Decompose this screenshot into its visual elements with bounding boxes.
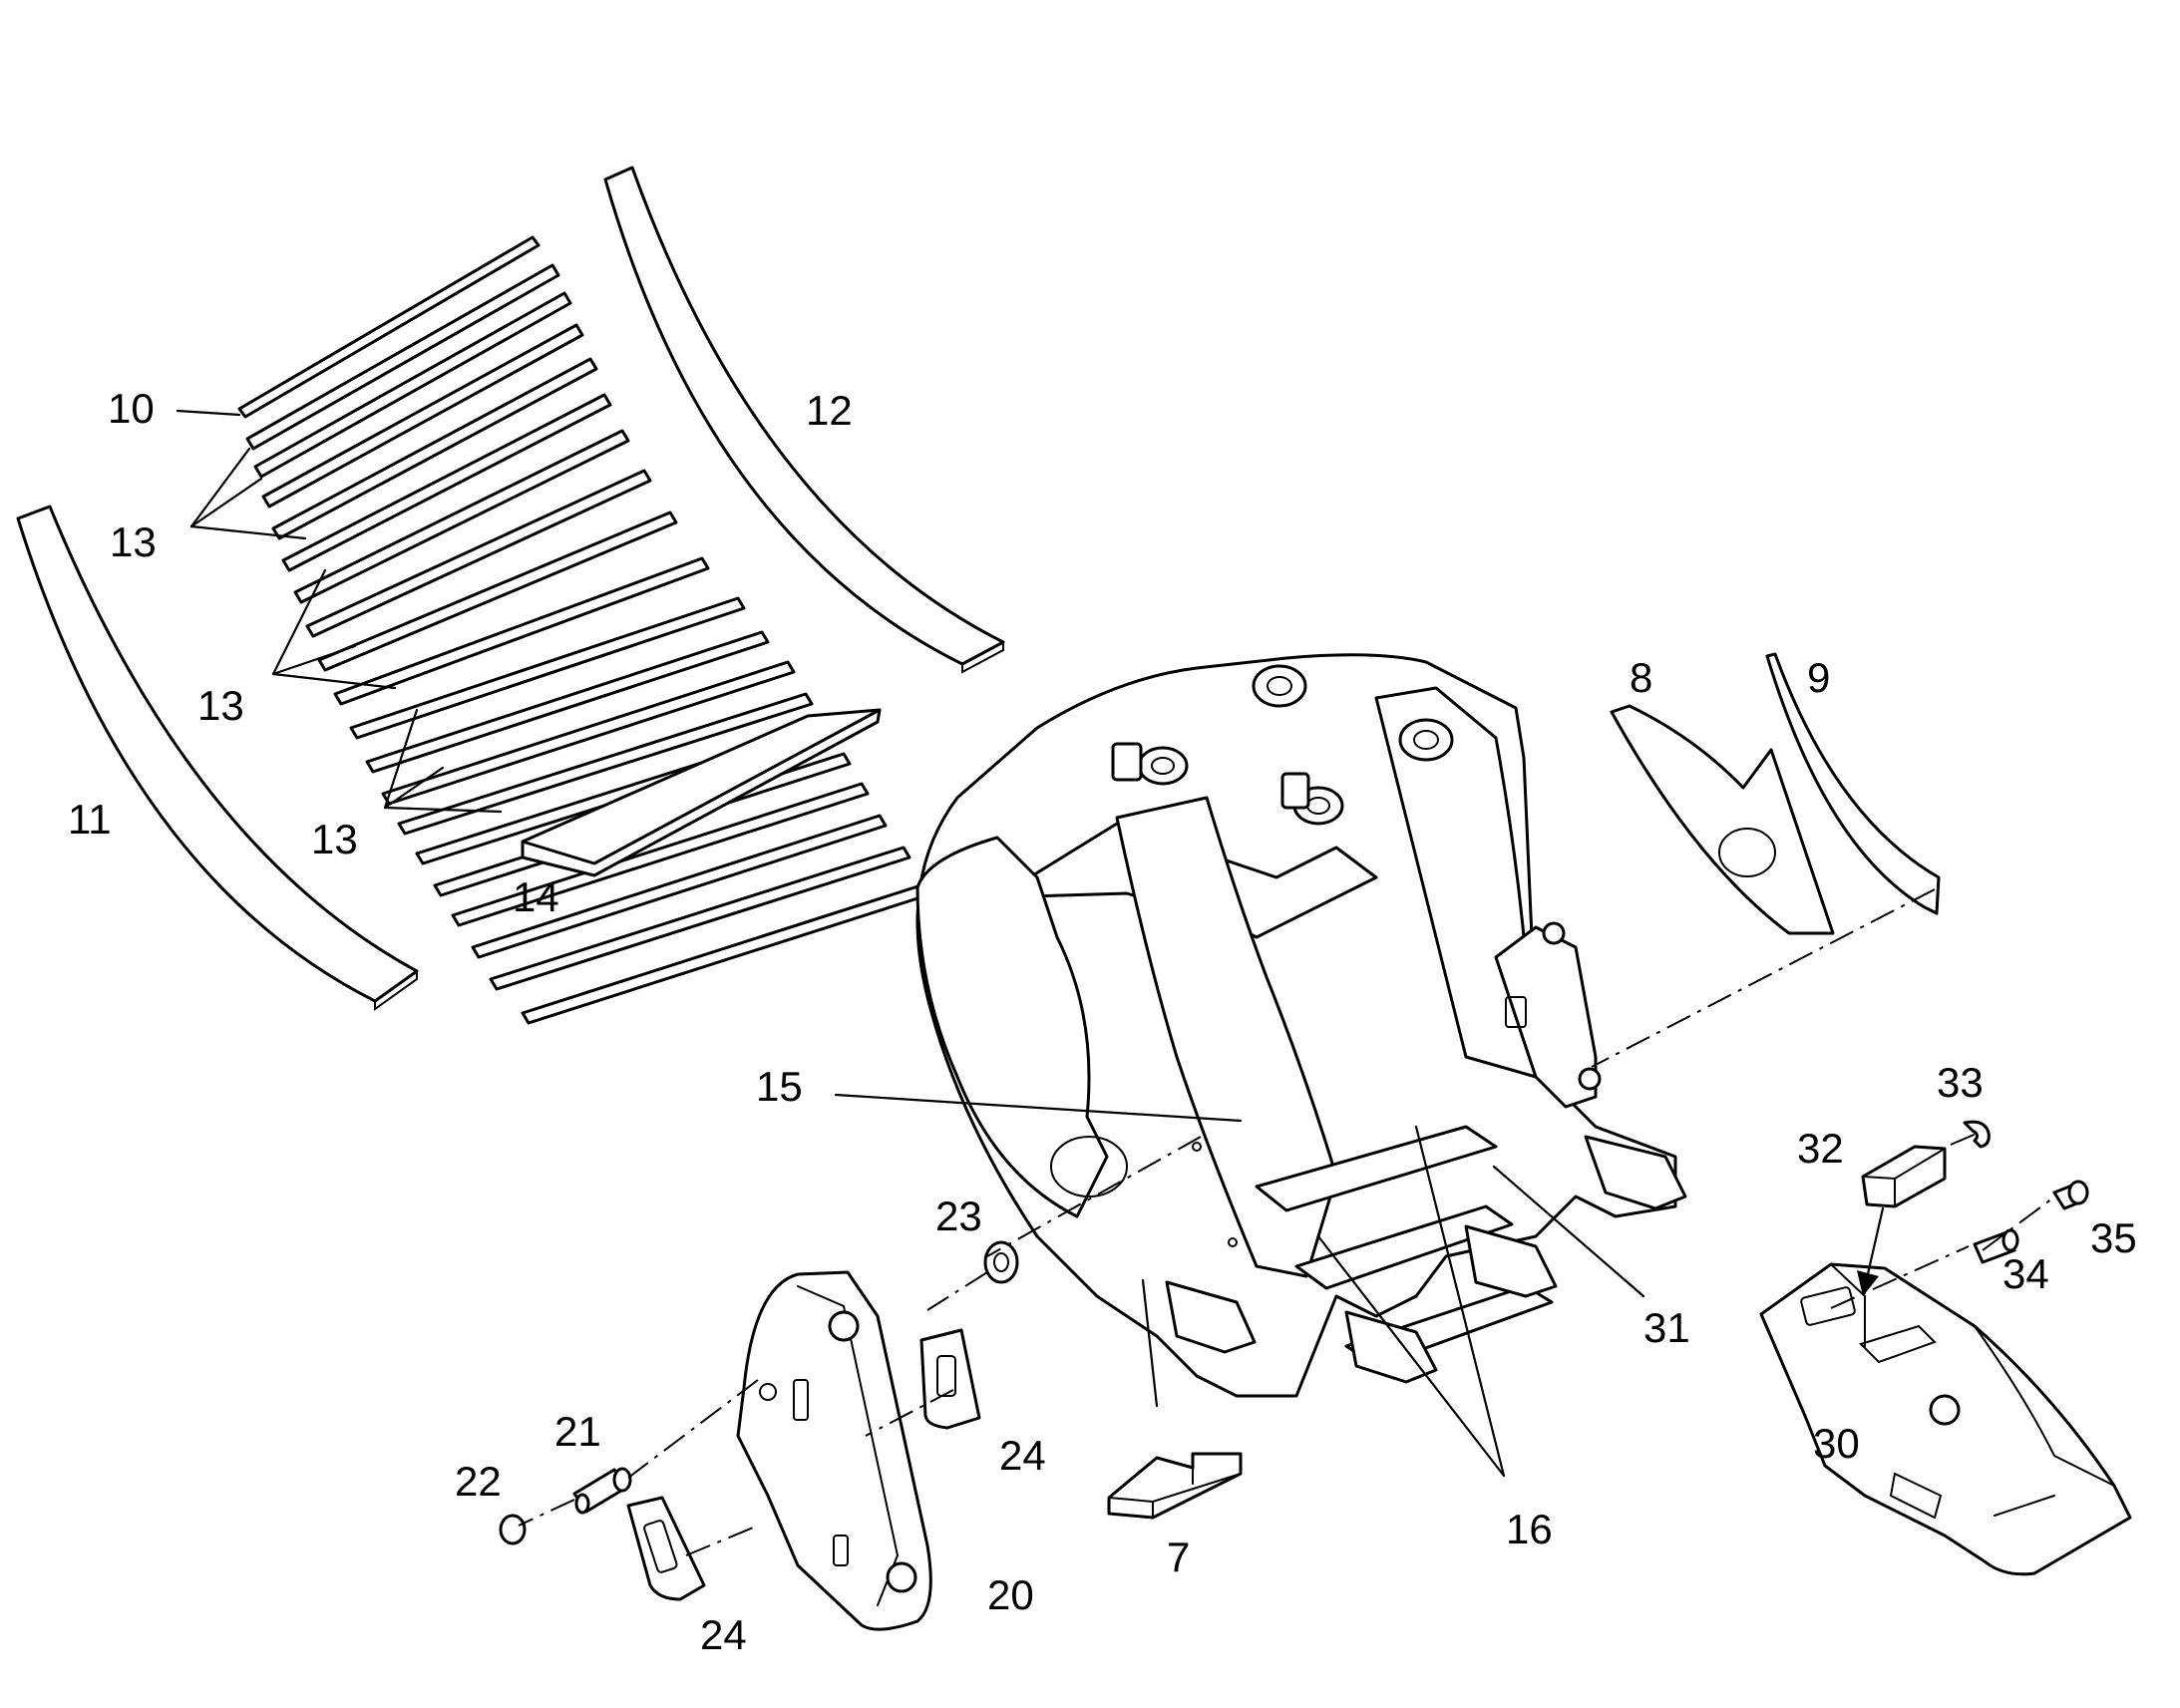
part-8-side-plate [1610, 704, 1835, 935]
label-9: 9 [1807, 654, 1830, 701]
label-20: 20 [987, 1571, 1034, 1618]
label-24-lower: 24 [700, 1611, 747, 1658]
label-35: 35 [2090, 1214, 2137, 1261]
label-11: 11 [68, 796, 112, 843]
part-21-pin [572, 1467, 632, 1515]
label-10: 10 [108, 385, 155, 432]
lock-insert-arrow [1857, 1206, 1885, 1296]
label-12: 12 [806, 387, 853, 434]
label-13-bottom: 13 [311, 816, 358, 862]
part-24-wear-pad-upper [919, 1328, 981, 1430]
bucket-body [915, 653, 1687, 1398]
label-21: 21 [554, 1408, 601, 1455]
part-7-wedge [1107, 1452, 1243, 1520]
part-33-clip [1963, 1120, 1991, 1149]
part-11-curved-strip [16, 505, 419, 1003]
label-13-middle: 13 [197, 682, 244, 729]
label-34: 34 [2002, 1250, 2049, 1297]
label-24-upper: 24 [999, 1432, 1046, 1479]
part-22-retainer [499, 1514, 527, 1545]
part-labels: 10 12 13 13 13 11 14 8 9 15 23 31 33 32 … [68, 385, 2137, 1658]
assembly-centerlines [518, 888, 2053, 1556]
wear-plate-stack [237, 235, 941, 1025]
part-24-wear-pad-lower [626, 1496, 706, 1601]
label-7: 7 [1167, 1534, 1190, 1580]
label-23: 23 [935, 1193, 982, 1239]
part-9-side-plate [1765, 652, 1941, 915]
leader-lines [176, 409, 1645, 1478]
label-14: 14 [513, 873, 559, 920]
label-33: 33 [1937, 1059, 1984, 1106]
part-30-corner-adapter [1759, 1262, 2132, 1576]
label-30: 30 [1813, 1420, 1860, 1467]
label-13-top: 13 [110, 518, 157, 565]
part-34-bolt [1973, 1228, 2019, 1264]
label-22: 22 [455, 1458, 502, 1505]
part-32-lock [1861, 1145, 1947, 1208]
part-12-curved-strip [603, 166, 1005, 666]
label-15: 15 [756, 1063, 803, 1110]
label-8: 8 [1630, 654, 1652, 701]
part-35-nut [2052, 1180, 2089, 1210]
label-16: 16 [1506, 1506, 1553, 1552]
part-23-washer [983, 1240, 1019, 1284]
part-20-side-adapter [736, 1270, 932, 1631]
label-32: 32 [1797, 1125, 1844, 1172]
label-31: 31 [1643, 1304, 1690, 1351]
